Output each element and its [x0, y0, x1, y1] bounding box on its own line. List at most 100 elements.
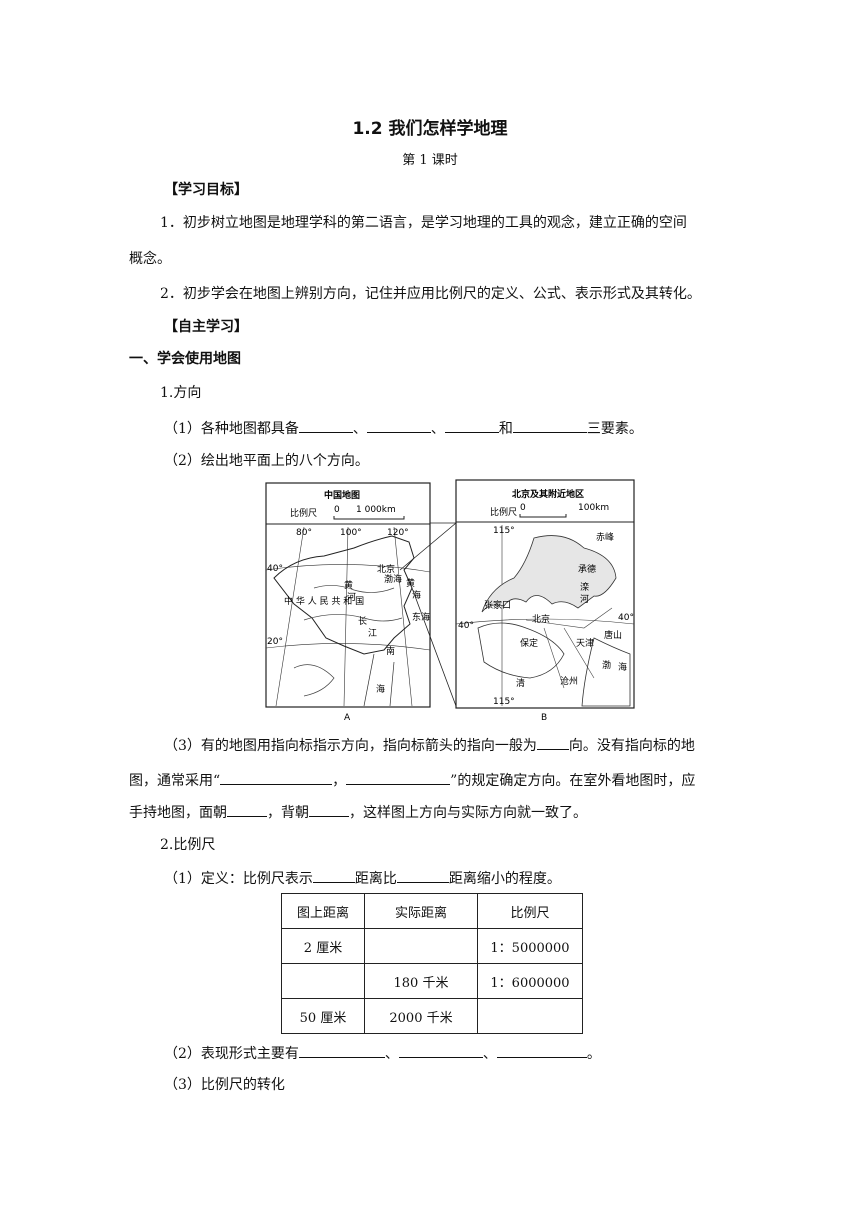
q1-and: 和 [498, 421, 513, 437]
map-b-scale-label: 比例尺 [490, 506, 517, 518]
map-a: 中国地图 比例尺 0 1 000km 80° 100° 120° 40° 20°… [265, 482, 431, 723]
map-b-scale-zero: 0 [520, 503, 526, 513]
map-a-title: 中国地图 [324, 489, 360, 501]
map-a-label-huanghai-2: 海 [412, 589, 421, 601]
question-3-line-2: 图，通常采用“ ， ”的规定确定方向。在室外看地图时，应 [129, 770, 695, 790]
map-b-label-zhangjiakou: 张家口 [484, 599, 511, 611]
q1-sep-2: 、 [430, 421, 445, 437]
map-b-label-tianjin: 天津 [576, 638, 594, 649]
table-row: 180 千米 1：6000000 [281, 963, 583, 999]
map-a-label-chang: 长 [358, 615, 367, 627]
map-b-scale-value: 100km [578, 503, 609, 513]
question-3-line-1: （3）有的地图用指向标指示方向，指向标箭头的指向一般为向。没有指向标的地 [164, 735, 695, 755]
q1-blank-4[interactable] [512, 418, 587, 433]
map-b-lat-right: 40° [618, 613, 634, 623]
goal-1-line-2: 概念。 [129, 251, 171, 267]
map-a-label-bohai: 渤海 [384, 573, 402, 585]
map-b-label-luan-he: 河 [580, 593, 589, 605]
map-a-label-nan: 南 [386, 645, 395, 657]
q3-l1-prefix: （3）有的地图用指向标指示方向，指向标箭头的指向一般为 [164, 738, 537, 754]
table-header: 比例尺 [477, 893, 583, 929]
scale-subheading: 2.比例尺 [160, 837, 216, 853]
map-b-label-bo: 渤 [602, 659, 611, 671]
map-a-label-hai: 海 [376, 683, 385, 695]
map-b: 北京及其附近地区 比例尺 0 100km 115° 115° 40° 40° 赤… [455, 479, 635, 723]
goal-1-line-1: 1．初步树立地图是地理学科的第二语言，是学习地理的工具的观念，建立正确的空间 [160, 215, 687, 231]
table-cell: 2000 千米 [364, 998, 478, 1034]
map-b-label-chengde: 承德 [578, 563, 596, 575]
q3-l2-prefix: 图，通常采用“ [129, 773, 221, 789]
forms-blank-2[interactable] [398, 1043, 483, 1058]
forms-suffix: 。 [586, 1046, 601, 1062]
forms-prefix: （2）表现形式主要有 [164, 1046, 299, 1062]
table-cell: 1：6000000 [477, 963, 583, 999]
def-blank-2[interactable] [396, 868, 449, 883]
def-prefix: （1）定义：比例尺表示 [164, 871, 313, 887]
scale-conversion: （3）比例尺的转化 [164, 1077, 285, 1093]
map-a-lon-80: 80° [296, 528, 312, 538]
map-b-lat-left: 40° [458, 621, 474, 631]
table-cell: 180 千米 [364, 963, 478, 999]
map-b-label-qing: 清 [516, 677, 525, 689]
map-b-label-tangshan: 唐山 [604, 629, 622, 641]
maps-figure: 中国地图 比例尺 0 1 000km 80° 100° 120° 40° 20°… [265, 479, 635, 723]
table-cell-blank[interactable] [364, 928, 478, 964]
map-a-label-he: 河 [347, 591, 356, 603]
q1-prefix: （1）各种地图都具备 [164, 421, 299, 437]
page-title: 1.2 我们怎样学地理 [352, 119, 508, 139]
goal-2: 2．初步学会在地图上辨别方向，记住并应用比例尺的定义、公式、表示形式及其转化。 [160, 286, 701, 302]
map-b-lon-top: 115° [493, 526, 515, 536]
map-a-scale-bar [333, 516, 405, 520]
def-blank-1[interactable] [312, 868, 355, 883]
map-a-lat-40: 40° [267, 564, 283, 574]
q3-blank-5[interactable] [309, 802, 349, 817]
def-suffix: 距离缩小的程度。 [448, 871, 561, 887]
map-b-label-luan: 滦 [580, 581, 589, 593]
forms-blank-3[interactable] [496, 1043, 587, 1058]
forms-blank-1[interactable] [298, 1043, 385, 1058]
q3-blank-1[interactable] [536, 735, 569, 750]
map-a-label-jiang: 江 [368, 628, 377, 639]
map-a-scale-label: 比例尺 [290, 507, 317, 519]
map-b-caption: B [541, 713, 547, 723]
map-b-label-chifeng: 赤峰 [596, 532, 614, 543]
q1-blank-2[interactable] [366, 418, 431, 433]
table-cell-blank[interactable] [477, 998, 583, 1034]
table-cell: 1：5000000 [477, 928, 583, 964]
map-b-label-beijing: 北京 [532, 613, 550, 625]
table-cell-blank[interactable] [281, 963, 365, 999]
def-mid: 距离比 [354, 871, 397, 887]
map-b-label-cangzhou: 沧州 [560, 675, 578, 687]
map-a-china-outline [273, 535, 415, 655]
table-header-row: 图上距离 实际距离 比例尺 [281, 893, 583, 929]
q3-l3-suffix: ，这样图上方向与实际方向就一致了。 [349, 805, 587, 821]
table-header: 实际距离 [364, 893, 478, 929]
map-b-lon-bottom: 115° [493, 697, 515, 707]
self-study-heading: 【自主学习】 [164, 319, 248, 335]
map-b-label-baoding: 保定 [520, 637, 538, 649]
map-a-label-donghai: 东海 [412, 611, 430, 623]
map-a-caption: A [344, 713, 351, 723]
q1-sep-1: 、 [352, 421, 367, 437]
q3-l3-mid: ，背朝 [267, 805, 309, 821]
q1-blank-1[interactable] [298, 418, 353, 433]
map-b-title: 北京及其附近地区 [512, 488, 584, 500]
map-a-lon-100: 100° [340, 528, 362, 538]
table-cell: 2 厘米 [281, 928, 365, 964]
q3-l2-suffix: ”的规定确定方向。在室外看地图时，应 [450, 773, 696, 789]
question-1: （1）各种地图都具备、、和三要素。 [164, 418, 643, 438]
q3-blank-2[interactable] [220, 770, 333, 785]
scale-forms: （2）表现形式主要有 、 、 。 [164, 1043, 601, 1063]
table-row: 50 厘米 2000 千米 [281, 998, 583, 1034]
q3-blank-3[interactable] [346, 770, 451, 785]
lesson-subtitle: 第 1 课时 [402, 153, 458, 168]
map-a-lon-120: 120° [387, 528, 409, 538]
forms-sep-2: 、 [482, 1046, 497, 1062]
map-b-label-hai: 海 [618, 661, 627, 673]
q3-l2-mid: ， [332, 773, 347, 789]
q1-blank-3[interactable] [444, 418, 499, 433]
forms-sep-1: 、 [384, 1046, 399, 1062]
q3-blank-4[interactable] [227, 802, 267, 817]
map-a-scale-value: 1 000km [356, 505, 396, 515]
question-2: （2）绘出地平面上的八个方向。 [164, 453, 369, 469]
